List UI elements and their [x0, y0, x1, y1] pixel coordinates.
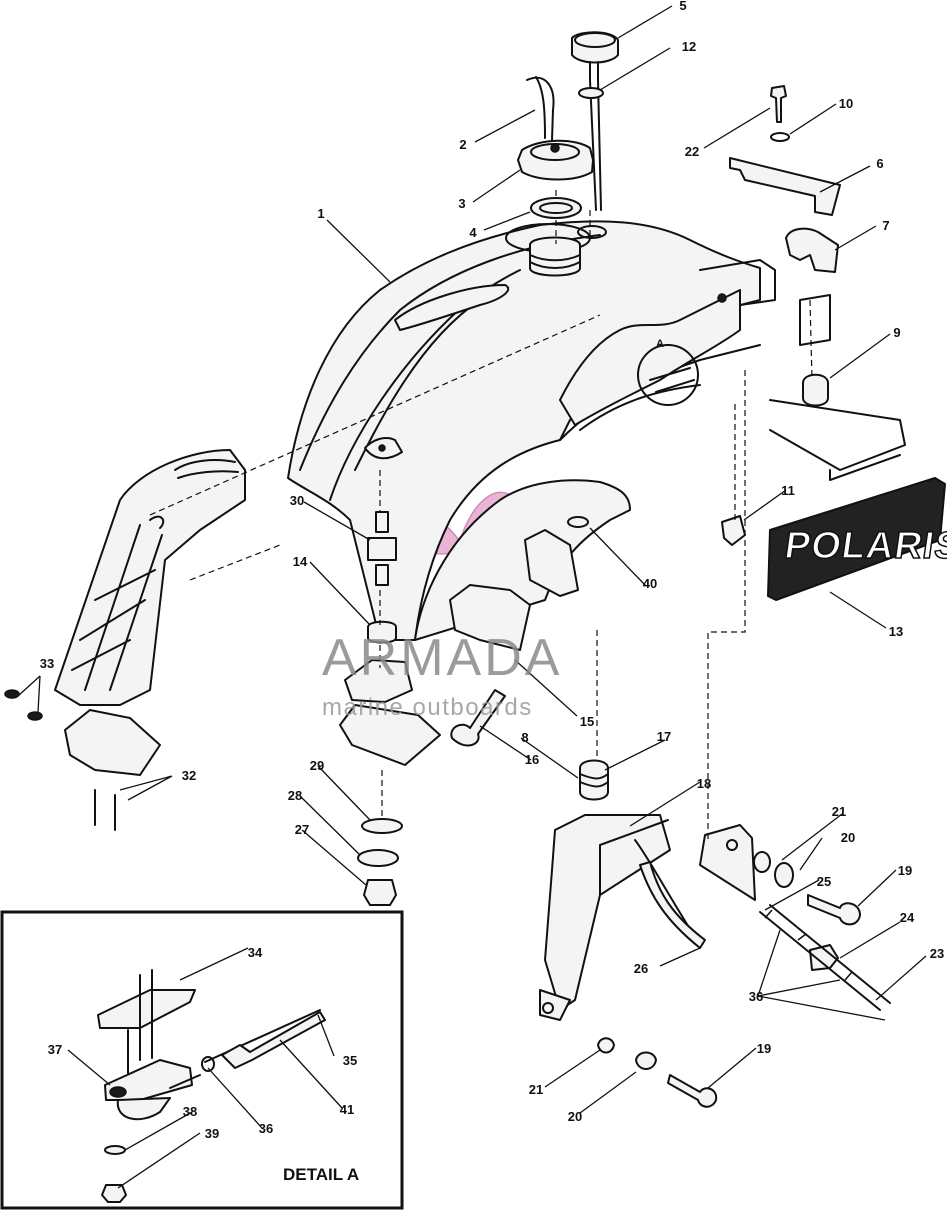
- callout-21b: 21: [528, 1082, 544, 1097]
- callout-11: 11: [781, 483, 795, 498]
- callout-12: 12: [681, 39, 697, 54]
- filler-cap: [517, 139, 594, 181]
- callout-36b: 36: [258, 1121, 274, 1136]
- callout-38: 38: [182, 1104, 198, 1119]
- washer-10: [770, 132, 790, 142]
- bracket-plate: [524, 529, 579, 597]
- detail-marker: A: [656, 338, 664, 350]
- washer-20a: [774, 862, 794, 888]
- callout-40: 40: [642, 576, 658, 591]
- fitting-24: [759, 904, 891, 1011]
- callout-9: 9: [893, 325, 901, 340]
- callout-22: 22: [684, 144, 700, 159]
- callout-8: 8: [521, 730, 529, 745]
- callout-20b: 20: [567, 1109, 583, 1124]
- callout-29: 29: [309, 758, 325, 773]
- callout-36a: 36: [748, 989, 764, 1004]
- callout-33: 33: [39, 656, 55, 671]
- callout-16: 16: [524, 752, 540, 767]
- washer-14: [367, 620, 397, 644]
- callout-37: 37: [47, 1042, 63, 1057]
- callout-19b: 19: [756, 1041, 772, 1056]
- callout-41: 41: [339, 1102, 355, 1117]
- hose-part: [526, 76, 555, 141]
- callout-18: 18: [696, 776, 712, 791]
- callout-6: 6: [876, 156, 884, 171]
- washer-33b: [27, 711, 43, 721]
- callout-32: 32: [181, 768, 197, 783]
- callout-7: 7: [882, 218, 890, 233]
- clip-7: [785, 227, 839, 273]
- washer-21a: [753, 851, 771, 873]
- callout-20a: 20: [840, 830, 856, 845]
- tube-26: [639, 861, 706, 949]
- stand-frame: [54, 449, 246, 706]
- callout-13: 13: [888, 624, 904, 639]
- fuel-gauge: [571, 31, 619, 211]
- callout-5: 5: [679, 0, 687, 13]
- washer-20b: [635, 1051, 657, 1070]
- callout-26: 26: [633, 961, 649, 976]
- screw-16: [450, 689, 506, 747]
- mount-stud-30: [367, 511, 397, 586]
- callout-14: 14: [292, 554, 308, 569]
- watermark-tagline: marine outboards: [322, 694, 533, 721]
- bolt-19b: [667, 1074, 718, 1108]
- mount-pad: [344, 659, 413, 703]
- washer-28: [357, 849, 399, 867]
- callout-15: 15: [579, 714, 595, 729]
- callout-3: 3: [458, 196, 466, 211]
- callout-30: 30: [289, 493, 305, 508]
- reference-lines: [149, 190, 813, 840]
- screw-22: [770, 85, 787, 123]
- callout-1: 1: [317, 206, 325, 221]
- callout-23: 23: [929, 946, 945, 961]
- watermark-brand: ARMADA: [322, 629, 563, 687]
- callout-19a: 19: [897, 863, 913, 878]
- gasket-ring: [530, 197, 582, 219]
- detail-a-inset: [0, 910, 404, 1210]
- callout-25: 25: [816, 874, 832, 889]
- washer-33a: [4, 689, 20, 699]
- leader-lines: [17, 5, 927, 1114]
- callout-35: 35: [342, 1053, 358, 1068]
- callout-34: 34: [247, 945, 263, 960]
- nut-27: [363, 879, 397, 906]
- callout-10: 10: [838, 96, 854, 111]
- callout-28: 28: [287, 788, 303, 803]
- pad-32: [64, 709, 161, 776]
- callout-21a: 21: [831, 804, 847, 819]
- plug-11: [721, 515, 746, 546]
- callout-24: 24: [899, 910, 915, 925]
- washer-21b: [597, 1037, 615, 1054]
- washer-29: [361, 818, 403, 834]
- filler-neck: [529, 236, 581, 277]
- tank-body: [287, 220, 906, 641]
- callout-39: 39: [204, 1126, 220, 1141]
- callout-2: 2: [459, 137, 467, 152]
- bracket-6: [729, 157, 841, 216]
- grommet-9: [802, 373, 829, 407]
- mount-bracket: [339, 704, 441, 766]
- washer-40: [567, 516, 589, 528]
- bolt-19a: [807, 894, 861, 926]
- polaris-decal: [767, 477, 946, 601]
- o-ring-12: [578, 87, 604, 99]
- callout-17: 17: [656, 729, 672, 744]
- callout-4: 4: [469, 225, 477, 240]
- decal-text: POLARIS: [781, 524, 947, 568]
- pad-15: [449, 584, 531, 651]
- detail-a-title: DETAIL A: [283, 1165, 360, 1184]
- oil-tank: [539, 759, 756, 1021]
- callout-27: 27: [294, 822, 310, 837]
